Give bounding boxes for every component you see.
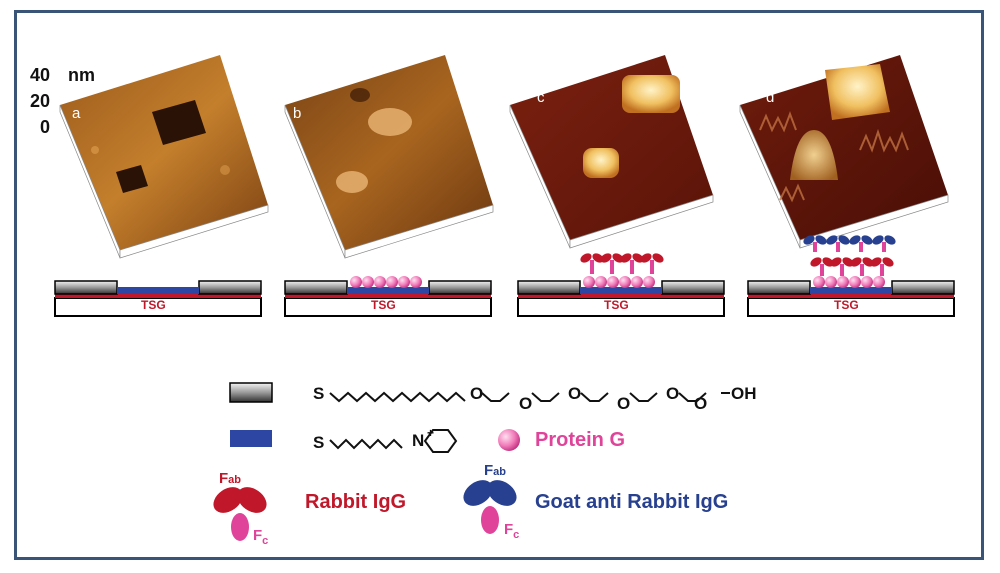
axis-tick-40: 40	[30, 65, 51, 85]
legend-goat-igg-label: Goat anti Rabbit IgG	[535, 491, 729, 513]
afm-panel-b	[284, 55, 494, 259]
axis-unit: nm	[68, 65, 95, 85]
goat-igg-row-d	[803, 235, 896, 252]
chem-o-atom: O	[617, 394, 631, 413]
afm-pit-large	[152, 100, 206, 145]
legend-rabbit-igg-label: Rabbit IgG	[305, 491, 407, 513]
legend-monolayer-icon	[230, 430, 272, 447]
pyridine-ring-icon	[423, 429, 458, 453]
rabbit-igg-icon	[213, 487, 267, 541]
goat-igg-icon	[463, 480, 517, 534]
monolayer-a	[117, 287, 199, 294]
afm-pit-small	[116, 165, 148, 193]
chem-o-atom: O	[666, 384, 680, 403]
panel-label-a: a	[72, 105, 81, 122]
rabbit-fc-label: Fc	[253, 527, 269, 547]
afm-panel-d	[739, 55, 949, 249]
chem-charge-plus: +	[427, 426, 435, 440]
schematic-d	[747, 235, 955, 317]
afm-plateau-large	[622, 75, 680, 113]
protein-g-row-b	[350, 276, 422, 288]
afm-mound-2	[336, 171, 368, 193]
chem-s-atom-1: S	[313, 384, 325, 403]
chem-s-atom-2: S	[313, 433, 325, 452]
panel-label-d: d	[766, 89, 775, 106]
afm-panel-c	[509, 55, 714, 249]
afm-plateau-small	[583, 148, 619, 178]
afm-plateau-tall	[825, 64, 890, 120]
alkyl-chain-line	[329, 391, 466, 403]
panel-label-c: c	[537, 89, 545, 106]
schematic-b	[284, 276, 492, 317]
legend-protein-g-label: Protein G	[535, 429, 626, 451]
chem-n-atom: N	[412, 431, 425, 450]
schematic-c	[517, 253, 725, 317]
goat-fc-label: Fc	[504, 521, 520, 541]
goat-fab-label: Fab	[484, 462, 507, 479]
rabbit-igg-row-c	[580, 253, 664, 274]
afm-mound-1	[368, 108, 412, 136]
substrate-label-a: TSG	[141, 298, 166, 312]
rabbit-fab-label: Fab	[219, 470, 242, 487]
afm-panel-a	[59, 55, 269, 259]
afm-peak	[790, 130, 838, 180]
chem-o-atom: O	[694, 394, 708, 413]
pentyl-chain-line	[329, 438, 403, 450]
substrate-label-d: TSG	[834, 298, 859, 312]
panel-label-b: b	[293, 105, 302, 122]
legend-thiol-block-icon	[229, 382, 273, 403]
chem-o-atom: O	[568, 384, 582, 403]
chem-o-atom: O	[519, 394, 533, 413]
schematic-a	[54, 280, 262, 317]
axis-tick-20: 20	[30, 91, 51, 111]
protein-g-icon	[498, 429, 520, 451]
substrate-label-c: TSG	[604, 298, 629, 312]
peg-chain-line	[481, 392, 730, 402]
substrate-label-b: TSG	[371, 298, 396, 312]
chem-o-atom: O	[470, 384, 484, 403]
chem-oh-group: OH	[731, 384, 757, 403]
axis-tick-0: 0	[40, 117, 51, 137]
